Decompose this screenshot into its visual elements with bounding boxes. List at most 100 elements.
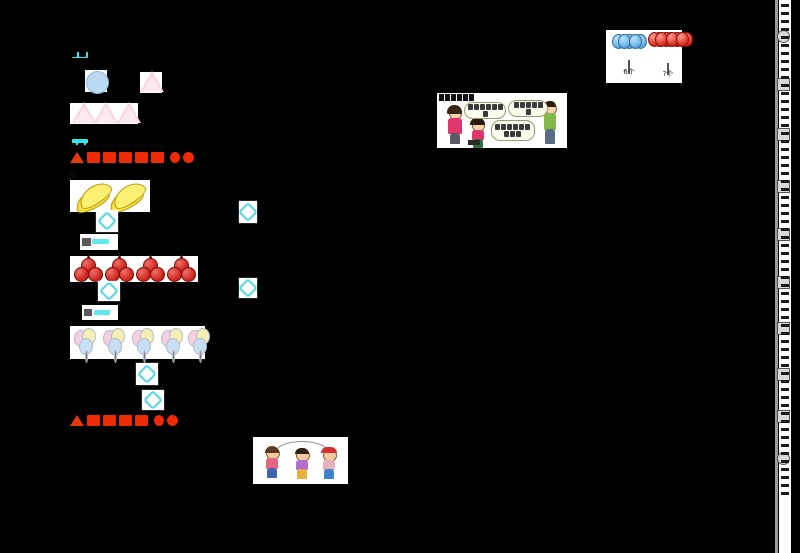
character-teacher-woman: [445, 105, 467, 145]
scrollbar-tick: [781, 84, 789, 87]
scrollbar-tick: [781, 140, 789, 143]
cherry-group: [167, 255, 197, 284]
cherry-group: [74, 255, 104, 284]
hexagon-ring-icon: [238, 202, 258, 222]
scrollbar-tick: [781, 172, 789, 175]
child-right: [320, 447, 340, 480]
scrollbar-tick: [781, 244, 789, 247]
scrollbar-tick: [781, 252, 789, 255]
scrollbar-tick: [781, 108, 789, 111]
scrollbar-tick: [781, 60, 789, 63]
scrollbar-tick: [781, 476, 789, 479]
cartoon-caption-glyph: [468, 140, 480, 145]
scrollbar-tick: [781, 148, 789, 151]
scrollbar-tick: [781, 228, 789, 231]
scrollbar-tick: [781, 324, 789, 327]
scrollbar-tick: [781, 372, 789, 375]
scrollbar-tick: [781, 236, 789, 239]
scrollbar-tick: [781, 28, 789, 31]
triangle-strip-item: [94, 101, 119, 123]
scrollbar-tick: [781, 276, 789, 279]
answer-tile-cherry-left[interactable]: [98, 281, 120, 301]
scrollbar-tick: [781, 468, 789, 471]
answer-tile-balloon-upper[interactable]: [136, 363, 158, 385]
scrollbar-tick: [781, 348, 789, 351]
heading-marker-icon: [70, 415, 84, 426]
triangle-strip: [70, 101, 142, 124]
answer-tile-cherry-right[interactable]: [238, 278, 258, 298]
speech-bubble-right: 我每天上课6小时。: [508, 100, 548, 117]
hexagon-ring-icon: [143, 390, 163, 410]
blue-balloon-bunch: [612, 34, 654, 78]
speech-bubble-left: 我每天上课3小时。: [464, 102, 506, 119]
scrollbar-tick: [781, 12, 789, 15]
scrollbar-tick: [781, 132, 789, 135]
red-balloon-label: ?个: [662, 70, 674, 78]
triangle-strip-item: [71, 101, 96, 123]
balloon-cluster: [103, 328, 131, 363]
balloon-cluster: [188, 328, 216, 363]
scrollbar-tick: [781, 356, 789, 359]
balloon-cluster: [74, 328, 102, 363]
scrollbar-tick: [781, 76, 789, 79]
scrollbar-tick: [781, 52, 789, 55]
scrollbar-tick: [781, 68, 789, 71]
row-bananas-answer-highlight: [92, 239, 109, 244]
scrollbar-tick: [781, 444, 789, 447]
scrollbar-tick: [781, 492, 789, 495]
row-bananas-answer-glyph: [82, 238, 91, 246]
hexagon-ring-icon: [99, 281, 119, 301]
scrollbar-tick: [781, 316, 789, 319]
red-balloon-bunch: [648, 32, 694, 76]
scrollbar-tick: [781, 388, 789, 391]
scrollbar-tick: [781, 300, 789, 303]
jump-rope-illustration: [253, 437, 348, 484]
scrollbar-tick: [781, 196, 789, 199]
scrollbar-tick: [781, 420, 789, 423]
scrollbar-thumb[interactable]: [775, 0, 778, 553]
child-middle: [293, 448, 313, 480]
cherry-group: [136, 255, 166, 284]
section-two-subtext: [70, 143, 164, 148]
scrollbar-tick: [781, 212, 789, 215]
scrollbar-tick: [781, 292, 789, 295]
scrollbar-tick: [781, 116, 789, 119]
scrollbar-tick: [781, 204, 789, 207]
answer-tile-banana-right[interactable]: [238, 201, 258, 223]
triangle-strip-item: [117, 101, 142, 123]
scrollbar-tick: [781, 364, 789, 367]
scrollbar-tick: [781, 452, 789, 455]
scrollbar-tick: [781, 156, 789, 159]
balloon-cluster: [132, 328, 160, 363]
scrollbar-tick: [781, 100, 789, 103]
scrollbar-tick: [781, 396, 789, 399]
row-cherries-answer-highlight: [94, 310, 110, 315]
character-boy-student: [541, 101, 561, 145]
answer-tile-balloon-lower[interactable]: [142, 390, 164, 410]
answer-tile-banana-left[interactable]: [96, 210, 118, 232]
scrollbar-tick: [781, 268, 789, 271]
child-left: [263, 446, 283, 479]
scrollbar-tick: [781, 36, 789, 39]
scrollbar-tick: [781, 220, 789, 223]
section-two-heading: 看图列式计算。(口答): [70, 152, 194, 163]
banana-item: [105, 177, 149, 217]
hexagon-ring-icon: [238, 278, 258, 298]
scrollbar-tick: [781, 44, 789, 47]
viewer-scrollbar[interactable]: [770, 0, 800, 553]
circle-shape-icon: [86, 71, 109, 94]
scrollbar-tick: [781, 436, 789, 439]
scrollbar-tick: [781, 332, 789, 335]
hexagon-ring-icon: [97, 211, 117, 231]
scrollbar-tick: [781, 188, 789, 191]
row-bananas-label: [70, 172, 76, 178]
speech-bubble-bottom: 我每天在学校学习6小时。: [491, 120, 535, 141]
scrollbar-tick: [781, 124, 789, 127]
scrollbar-tick: [781, 340, 789, 343]
section-shapes-prompt: [70, 49, 86, 57]
section-two-chip: [72, 139, 88, 145]
triangle-shape-icon: [140, 71, 164, 92]
scrollbar-tick: [781, 164, 789, 167]
scrollbar-tick: [781, 260, 789, 263]
